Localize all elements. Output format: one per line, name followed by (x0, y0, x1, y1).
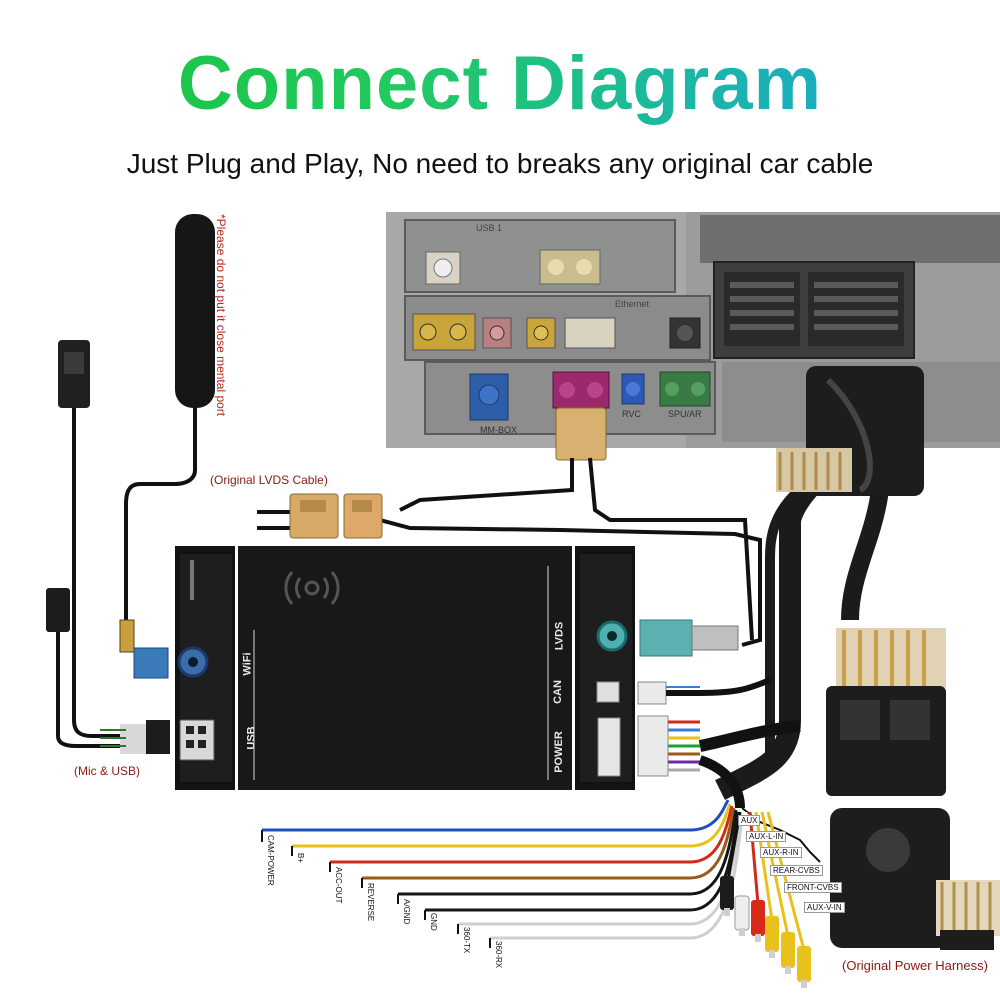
can-port-label: CAN (551, 680, 564, 704)
usb1-port-text: USB 1 (476, 223, 502, 233)
av-tag-aux-v-in: AUX-V-IN (804, 902, 845, 913)
wire-tag-acc-out: ACC-OUT (333, 866, 344, 905)
wire-tag-cam-power: CAM-POWER (265, 834, 276, 887)
wire-tag-360-rx: 360-RX (493, 940, 504, 970)
spu-port-text: SPU/AR (668, 409, 702, 419)
rvc-port-text: RVC (622, 409, 641, 419)
usb-mic-cables (46, 340, 170, 754)
head-unit-photo: USB 1 Ethernet MM-BOX RVC SPU/AR (386, 212, 1000, 461)
wire-tag-gnd: GND (428, 912, 439, 932)
av-tag-rear-cvbs: REAR-CVBS (770, 865, 823, 876)
av-tag-aux-l-in: AUX-L-IN (746, 831, 787, 842)
wire-tag-a-gnd: A/GND (401, 898, 412, 926)
wifi-port-label: WiFi (241, 652, 254, 676)
rca-fanout (720, 807, 821, 988)
wifi-antenna (119, 214, 215, 679)
page-title: Connect Diagram (0, 40, 1000, 127)
wire-tag-b-plus: B+ (295, 852, 306, 865)
can-power-cables (637, 677, 801, 809)
wire-tag-360-tx: 360-TX (461, 926, 472, 955)
power-harness-label: (Original Power Harness) (842, 958, 988, 973)
wire-tag-reverse: REVERSE (365, 882, 376, 923)
power-port-label: POWER (552, 731, 565, 773)
power-harness (715, 366, 1000, 950)
antenna-warning-label: *Please do not put it close mental port (214, 214, 228, 417)
av-tag-front-cvbs: FRONT-CVBS (784, 882, 842, 893)
lvds-port-label: LVDS (553, 621, 566, 651)
lvds-cable (257, 457, 762, 657)
mmbox-port-text: MM-BOX (480, 425, 517, 435)
lvds-cable-label: (Original LVDS Cable) (210, 473, 328, 487)
av-tag-aux: AUX (738, 815, 761, 826)
page-subtitle: Just Plug and Play, No need to breaks an… (126, 148, 874, 179)
usb-port-label: USB (245, 726, 258, 750)
navigation-module-box (175, 546, 635, 790)
av-tag-aux-r-in: AUX-R-IN (760, 847, 802, 858)
mic-usb-label: (Mic & USB) (74, 764, 140, 778)
ethernet-port-text: Ethernet (615, 299, 650, 309)
